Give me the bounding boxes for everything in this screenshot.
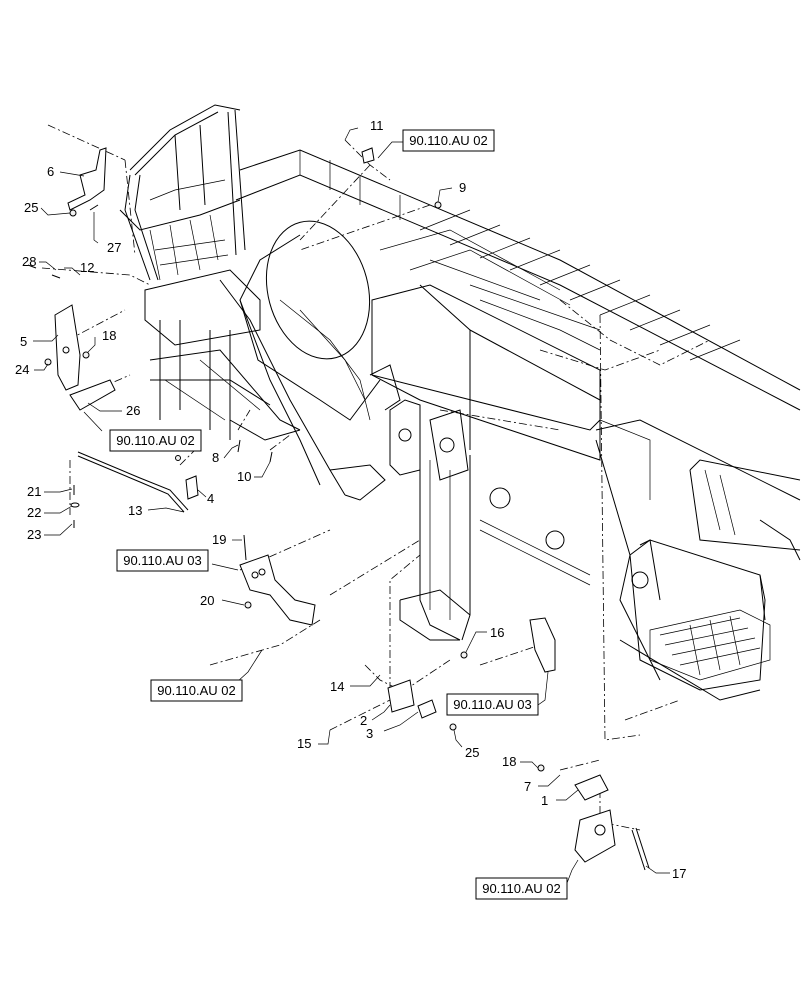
callout-number: 21	[27, 484, 41, 499]
nut-part	[460, 651, 468, 659]
callout-number: 16	[490, 625, 504, 640]
bracket-part	[529, 617, 556, 673]
nut-part	[69, 209, 77, 217]
callout-number: 3	[366, 726, 373, 741]
reference-label: 90.110.AU 02	[409, 133, 488, 148]
callout-number: 18	[502, 754, 516, 769]
nut-part	[82, 351, 90, 359]
reference-box[interactable]: 90.110.AU 02	[402, 129, 495, 152]
bracket-part	[67, 147, 107, 211]
callout-number: 5	[20, 334, 27, 349]
assembly-lines	[41, 124, 711, 831]
callout-number: 15	[297, 736, 311, 751]
callout-number: 11	[370, 118, 384, 133]
callout-number: 23	[27, 527, 41, 542]
latch-part	[417, 699, 437, 719]
reference-label: 90.110.AU 02	[157, 683, 236, 698]
callout-number: 8	[212, 450, 219, 465]
callout-number: 17	[672, 866, 686, 881]
callout-number: 24	[15, 362, 29, 377]
callout-number: 26	[126, 403, 140, 418]
callout-number: 25	[465, 745, 479, 760]
rod-part	[631, 829, 646, 871]
rod-part	[77, 451, 189, 511]
callout-number: 2	[360, 713, 367, 728]
nut-part	[537, 764, 545, 772]
mount-bracket	[239, 554, 316, 626]
callout-number: 28	[22, 254, 36, 269]
reference-label: 90.110.AU 02	[482, 881, 561, 896]
reference-box[interactable]: 90.110.AU 02	[109, 429, 202, 452]
pin-part	[89, 204, 99, 211]
callout-number: 12	[80, 260, 94, 275]
callout-number: 1	[541, 793, 548, 808]
reference-label: 90.110.AU 03	[453, 697, 532, 712]
lever-part	[574, 774, 609, 801]
callout-number: 9	[459, 180, 466, 195]
callout-number: 27	[107, 240, 121, 255]
callout-number: 13	[128, 503, 142, 518]
callout-numbers: 1 2 3 4 5 6 7 8 9 10 11 12 13 14 15 16 1…	[15, 118, 686, 881]
nut-part	[44, 358, 52, 366]
reference-label: 90.110.AU 03	[123, 553, 202, 568]
reference-boxes: 90.110.AU 02 90.110.AU 02 90.110.AU 03 9…	[109, 129, 568, 900]
callout-leaders	[33, 127, 670, 884]
machine-drawing	[119, 104, 801, 701]
callout-number: 25	[24, 200, 38, 215]
callout-number: 20	[200, 593, 214, 608]
parts	[27, 147, 650, 871]
nut-part	[434, 201, 442, 209]
reference-box[interactable]: 90.110.AU 03	[446, 693, 539, 716]
callout-number: 22	[27, 505, 41, 520]
callout-number: 14	[330, 679, 344, 694]
callout-number: 19	[212, 532, 226, 547]
reference-label: 90.110.AU 02	[116, 433, 195, 448]
clip-part	[185, 475, 199, 500]
hinge-part	[574, 809, 616, 863]
callout-number: 7	[524, 779, 531, 794]
callout-number: 4	[207, 491, 214, 506]
reference-box[interactable]: 90.110.AU 03	[116, 549, 209, 572]
reference-box[interactable]: 90.110.AU 02	[475, 877, 568, 900]
plate-part	[387, 679, 415, 713]
nut-part	[244, 601, 252, 609]
arm-part	[69, 379, 116, 411]
reference-box[interactable]: 90.110.AU 02	[150, 679, 243, 702]
callout-number: 10	[237, 469, 251, 484]
nut-part	[449, 723, 457, 731]
callout-number: 18	[102, 328, 116, 343]
callout-number: 6	[47, 164, 54, 179]
